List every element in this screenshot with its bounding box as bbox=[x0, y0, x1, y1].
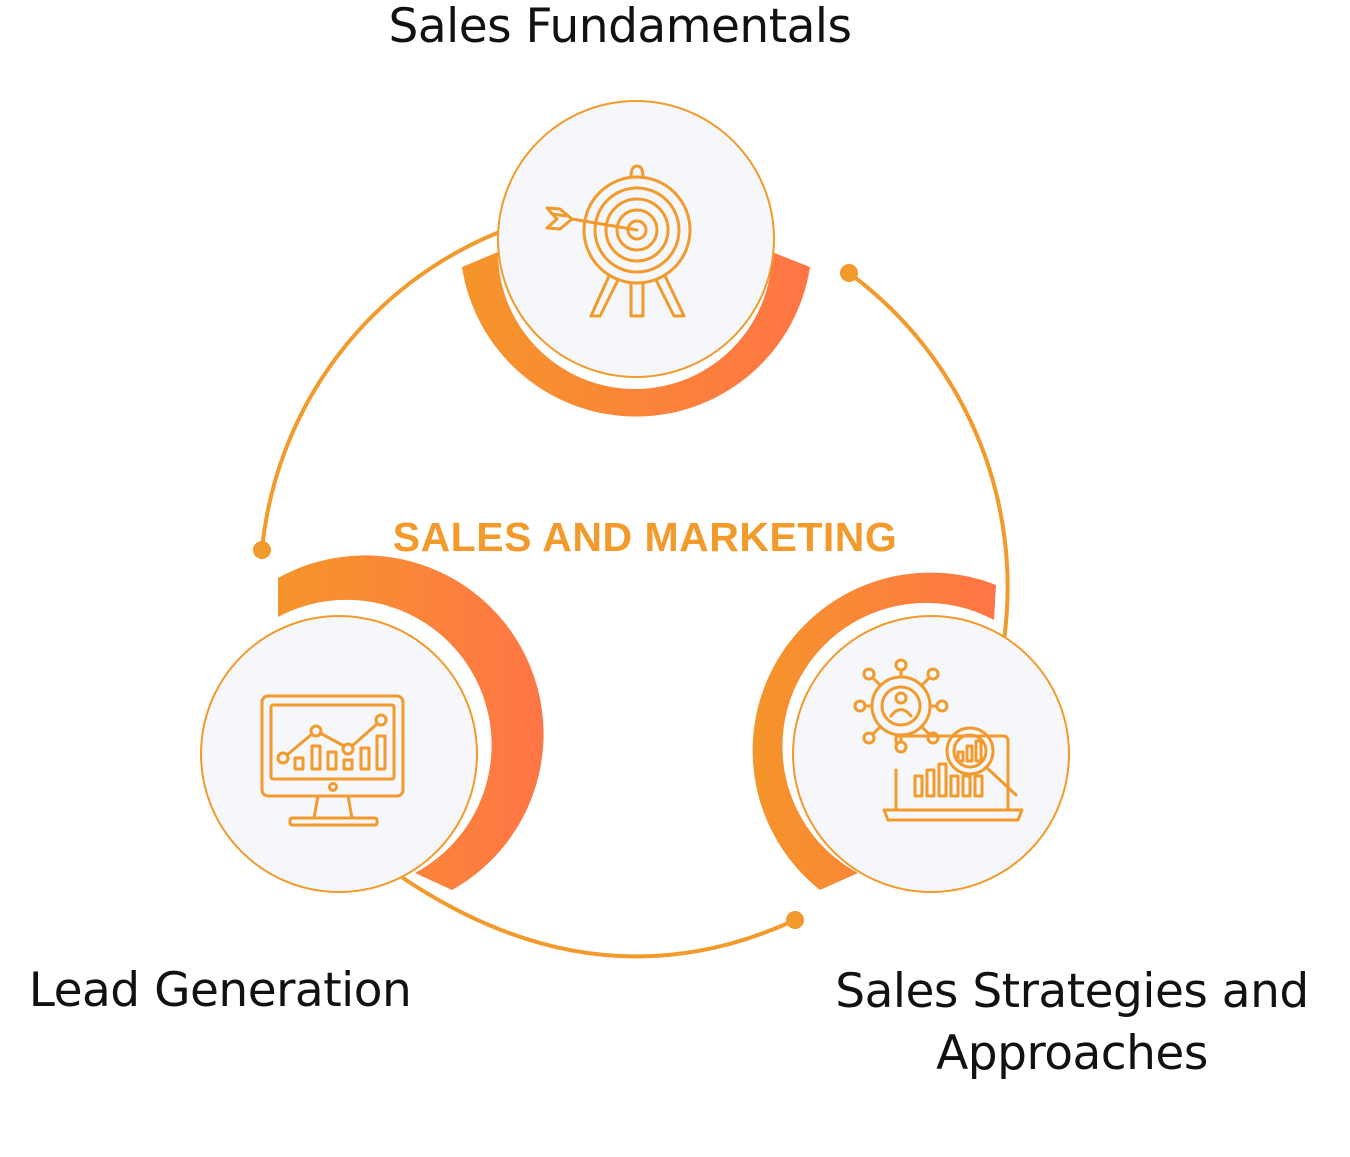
connector-arcs bbox=[260, 231, 1010, 959]
connector-arc-bottom bbox=[401, 876, 797, 959]
target-arrow-icon bbox=[545, 164, 692, 318]
node-circles bbox=[200, 100, 1070, 893]
connector-arc-right bbox=[847, 271, 1010, 642]
node-label-sales-strategies: Sales Strategies and Approaches bbox=[792, 961, 1350, 1085]
node-circle-lead-generation bbox=[200, 615, 478, 893]
ring-segment-left bbox=[278, 555, 544, 890]
ring-segment-top bbox=[462, 252, 810, 417]
connector-dot-left bbox=[253, 541, 271, 559]
ring-segment-right bbox=[752, 572, 996, 890]
node-label-sales-fundamentals: Sales Fundamentals bbox=[388, 0, 852, 54]
connector-dot-bottom bbox=[786, 911, 804, 929]
connector-arc-left bbox=[260, 231, 499, 552]
connector-dot-right bbox=[840, 264, 858, 282]
monitor-line-chart-icon bbox=[260, 694, 405, 827]
center-title: SALES AND MARKETING bbox=[392, 514, 898, 560]
ring-segments bbox=[278, 252, 996, 890]
connector-dots bbox=[253, 264, 858, 929]
node-label-line: Approaches bbox=[936, 1026, 1208, 1081]
node-label-line: Sales Strategies and bbox=[835, 964, 1309, 1019]
network-analytics-laptop-icon bbox=[853, 658, 1024, 822]
node-label-lead-generation: Lead Generation bbox=[28, 963, 412, 1018]
node-circle-sales-strategies bbox=[792, 615, 1070, 893]
